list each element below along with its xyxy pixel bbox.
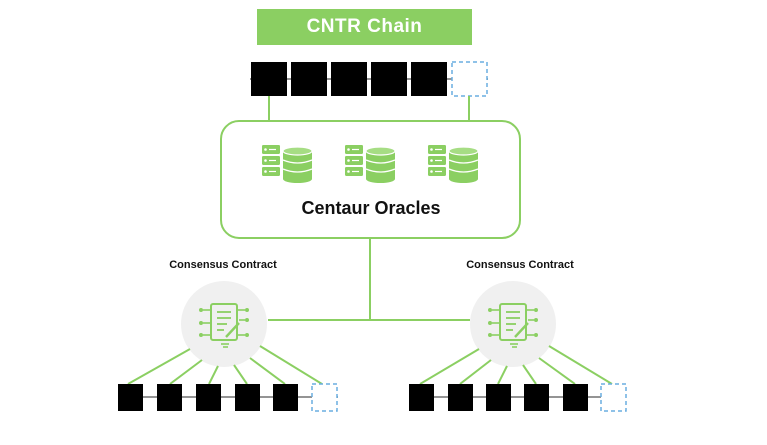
- chain-block: [371, 62, 407, 96]
- oracles-title: Centaur Oracles: [301, 198, 441, 218]
- chain-block: [448, 384, 473, 411]
- chain-block: [273, 384, 298, 411]
- chain-block: [563, 384, 588, 411]
- chain-block: [409, 384, 434, 411]
- contract-fanout-right: [419, 345, 613, 385]
- bottom-right-chain: [409, 383, 627, 412]
- chain-block: [524, 384, 549, 411]
- contract-label-right: Consensus Contract: [466, 259, 574, 271]
- pending-chain-block: [600, 383, 627, 412]
- chain-block: [118, 384, 143, 411]
- chain-block: [235, 384, 260, 411]
- pending-chain-block: [451, 61, 488, 97]
- top-chain: [250, 61, 488, 97]
- chain-block: [331, 62, 367, 96]
- chain-block: [486, 384, 511, 411]
- chain-block: [411, 62, 447, 96]
- pending-chain-block: [311, 383, 338, 412]
- contract-label-left: Consensus Contract: [169, 259, 277, 271]
- chain-block: [291, 62, 327, 96]
- bottom-left-chain: [118, 383, 338, 412]
- chain-block: [196, 384, 221, 411]
- chain-block: [251, 62, 287, 96]
- contract-fanout-left: [127, 345, 323, 385]
- chain-title: CNTR Chain: [257, 9, 472, 45]
- chain-block: [157, 384, 182, 411]
